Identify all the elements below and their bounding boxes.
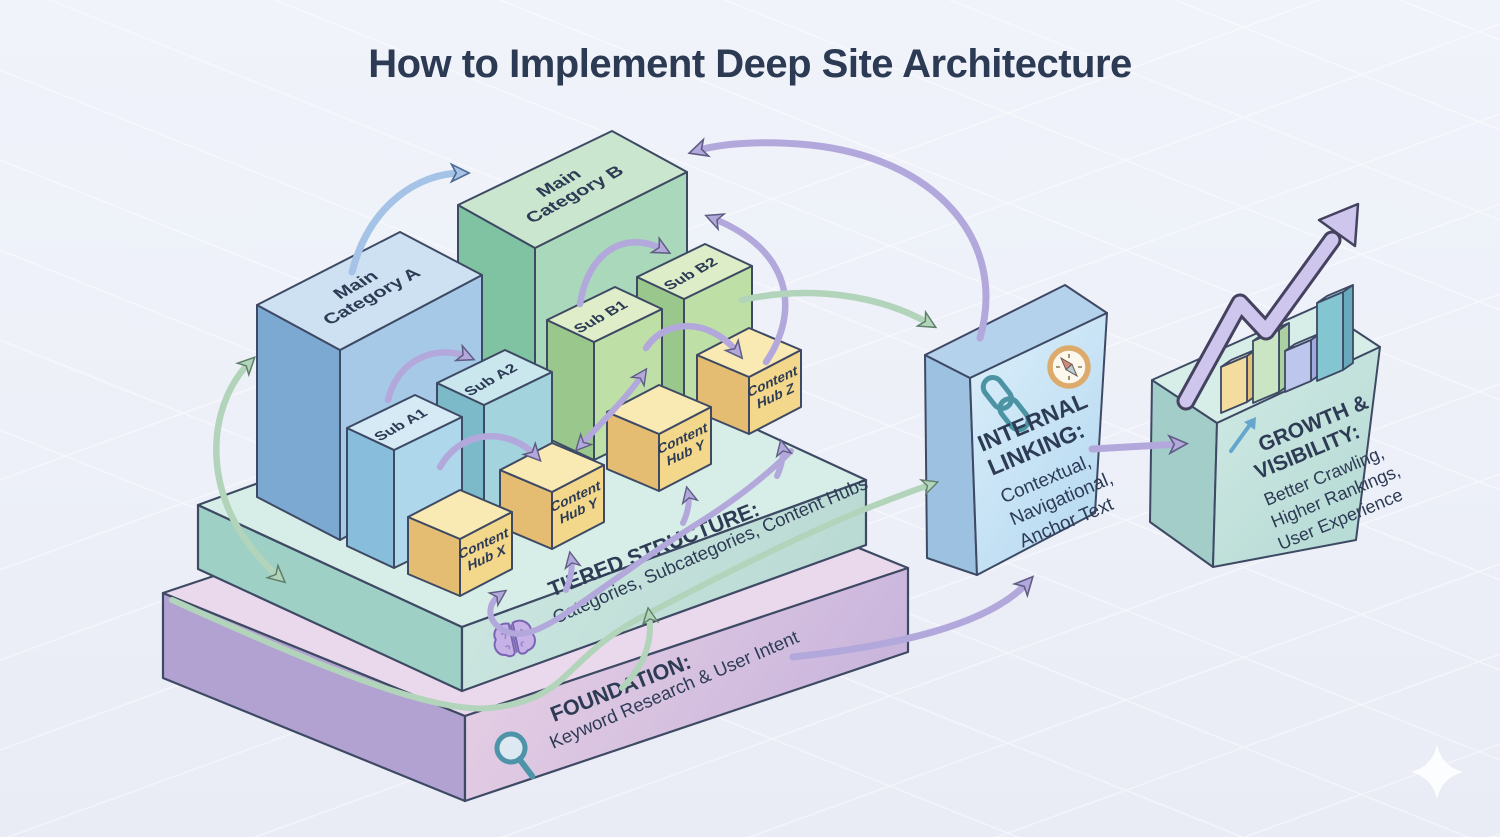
face-side [924,354,978,576]
face-top [457,130,688,249]
arrow-foundation-to-tiered [619,606,660,691]
bar-4 [1316,284,1354,382]
arrow-swoosh-branch-hub-z [774,438,794,479]
face-top [346,394,463,451]
face-top [407,489,513,540]
face-top [436,349,553,406]
flow-arrows [169,137,1190,712]
growth-ribbon-arrow-icon [1176,202,1360,411]
arrow-sub-b1-to-sub-b2 [576,235,672,308]
arrow-hub-z-to-sub-b2-loop [704,213,789,366]
face-left [346,427,395,569]
arrow-foundation-rim-to-internal-linking [169,478,940,712]
magnifier-icon [494,731,536,780]
face-top [256,231,483,351]
arrow-foundation-upper-two-way [213,356,287,584]
up-trend-icon [1229,417,1256,453]
growth-visibility-block: GROWTH & VISIBILITY: Better Crawling, Hi… [1149,202,1405,568]
arrow-hub-y-sub-b1-two-way [574,367,648,452]
arrow-hub-row-swoosh [487,448,794,637]
arrow-internal-linking-to-main-b [687,137,990,342]
tiered-front-face [460,478,868,693]
content-hub-x-block: Content Hub X [407,489,513,597]
sparkle-icon [1411,744,1463,800]
chain-link-icon [980,375,1031,433]
foundation-front-face [463,566,910,803]
arrow-sub-a1-to-hub-y [436,433,542,471]
arrow-sub-a1-to-sub-a2 [384,343,476,404]
arrow-sub-b2-to-hub-z [642,322,744,360]
arrow-sub-b2-to-internal-linking [738,289,938,329]
arrow-main-a-to-main-b [348,162,472,276]
arrow-internal-linking-to-growth [1088,434,1190,456]
internal-linking-panel: INTERNAL LINKING: Contextual, Navigation… [924,284,1117,576]
face-top [546,286,663,343]
compass-icon [1047,345,1091,389]
arrow-foundation-to-internal-linking [789,575,1035,661]
arrow-swoosh-branch-hub-y-back [680,485,700,526]
arrow-swoosh-branch-hub-y-front [563,550,582,593]
face-top [636,243,753,300]
page-title: How to Implement Deep Site Architecture [368,42,1132,86]
